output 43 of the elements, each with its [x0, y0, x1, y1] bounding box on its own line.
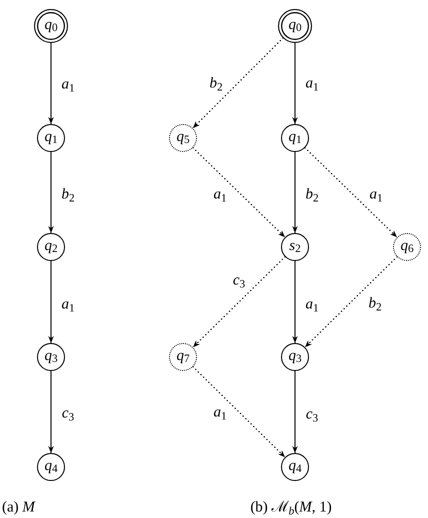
state-label: q$_{6}$ — [400, 238, 414, 254]
state-label: q$_{1}$ — [288, 130, 302, 144]
state-label: q$_{4}$ — [288, 458, 302, 474]
transition-arrow — [48, 370, 54, 454]
edge-label: c$_{3}$ — [62, 406, 74, 422]
state-label: q$_{7}$ — [176, 348, 190, 364]
state-label: q$_{3}$ — [44, 348, 58, 364]
edge-label: a$_{1}$ — [213, 188, 227, 202]
transition-arrow — [292, 260, 298, 344]
state-label: s$_{2}$ — [289, 238, 301, 254]
edge-label: c$_{3}$ — [232, 274, 246, 288]
edge-label: a$_{1}$ — [369, 188, 383, 202]
subfigure-caption: (b) ℳ$_{b}$(M, 1) — [250, 500, 332, 516]
edge-label: a$_{1}$ — [61, 78, 75, 92]
subfigure-caption: (a) M — [2, 500, 35, 516]
transition-arrow — [292, 42, 298, 124]
transition-arrow — [304, 256, 398, 348]
transition-arrow — [192, 366, 286, 458]
state-label: q$_{4}$ — [44, 458, 58, 474]
edge-label: a$_{1}$ — [61, 298, 75, 312]
transition-arrow — [48, 42, 54, 124]
edge-label: b$_{2}$ — [305, 188, 319, 202]
edge-label: a$_{1}$ — [305, 298, 319, 312]
transition-arrow — [304, 147, 398, 238]
edge-label: b$_{2}$ — [368, 296, 382, 312]
edge-label: a$_{1}$ — [305, 76, 319, 92]
state-label: q$_{0}$ — [44, 18, 58, 32]
transition-arrow — [292, 370, 298, 454]
transition-arrow — [292, 152, 298, 234]
state-label: q$_{5}$ — [176, 130, 190, 144]
transition-arrow — [48, 152, 54, 234]
edge-label: b$_{2}$ — [209, 76, 223, 92]
state-label: q$_{2}$ — [44, 238, 58, 254]
transition-arrow — [192, 147, 286, 238]
transition-arrow — [192, 256, 286, 348]
edge-label: b$_{2}$ — [61, 188, 75, 202]
transition-arrow — [192, 37, 284, 129]
state-label: q$_{0}$ — [288, 18, 302, 32]
state-label: q$_{3}$ — [288, 348, 302, 364]
transition-arrow — [48, 260, 54, 344]
state-label: q$_{1}$ — [44, 130, 58, 144]
edge-label: c$_{3}$ — [306, 408, 318, 422]
edge-label: a$_{1}$ — [213, 406, 227, 420]
